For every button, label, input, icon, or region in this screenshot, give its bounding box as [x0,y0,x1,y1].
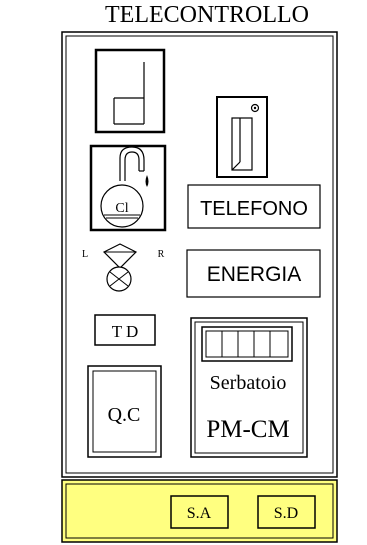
footer-band: S.A S.D [61,479,338,543]
td-box: T D [94,314,156,346]
sa-label: S.A [187,505,212,522]
energia-label: ENERGIA [207,263,302,286]
selector-left-label: L [82,249,88,260]
energia-box: ENERGIA [186,249,321,298]
td-label: T D [112,322,139,341]
main-panel-inner [65,35,334,474]
serbatoio-box: Serbatoio PM-CM [190,317,308,458]
door-sensor-icon [216,96,268,178]
chlorine-flask-box: Cl [89,144,167,232]
serbatoio-label: Serbatoio [210,372,287,394]
pmcm-label: PM-CM [206,416,289,443]
qc-box: Q.C [87,365,162,458]
chlorine-label: Cl [115,201,128,216]
sd-button [257,495,316,529]
symbol-box-top [94,48,166,134]
telefono-box: TELEFONO [187,184,321,229]
sd-label: S.D [274,505,298,522]
title: TELECONTROLLO [105,2,309,28]
sa-button [170,495,229,529]
selector-right-label: R [158,249,165,260]
qc-label: Q.C [108,404,141,426]
telefono-label: TELEFONO [200,198,308,220]
selector-switch-icon: L R [82,243,165,292]
